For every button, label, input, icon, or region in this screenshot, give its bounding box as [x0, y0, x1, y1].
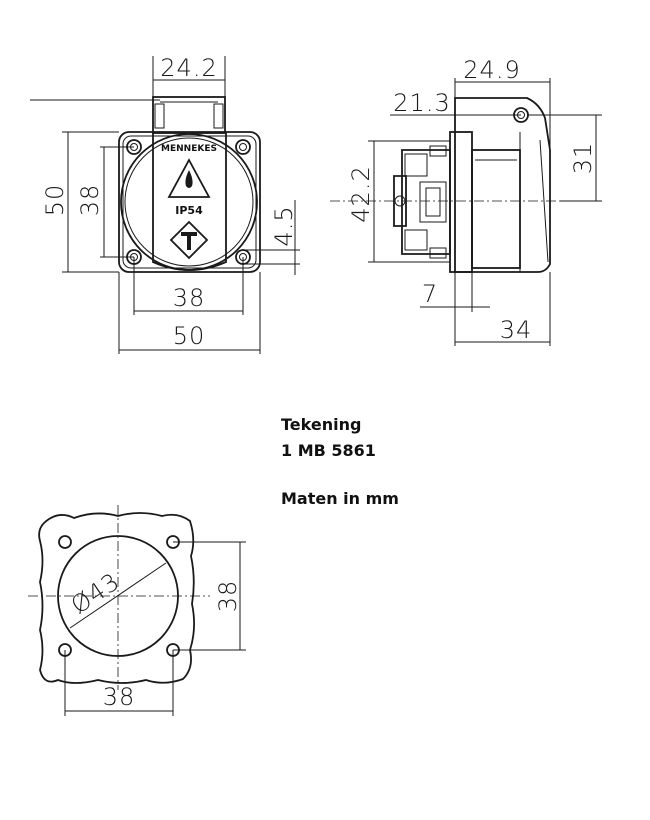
dim-front-left-outer: 50	[41, 184, 69, 217]
dim-side-left: 42.2	[347, 165, 375, 222]
dim-front-right: 4.5	[270, 205, 298, 246]
dim-side-right: 31	[569, 142, 597, 175]
units-note: Maten in mm	[281, 489, 399, 508]
front-view: MENNEKES IP54 24.2 50 38 4.5 38	[30, 54, 300, 354]
dim-cutout-bottom: 38	[103, 683, 136, 711]
dim-side-bottom-outer: 34	[500, 316, 533, 344]
side-view: 24.9 21.3 42.2 31 7 34	[330, 56, 602, 346]
dim-side-top-inner: 21.3	[393, 89, 450, 117]
dim-cutout-diameter: Ø43	[66, 567, 125, 620]
dim-side-bottom-inner: 7	[422, 280, 438, 308]
dim-front-top: 24.2	[160, 54, 217, 82]
dim-front-bottom-outer: 50	[173, 322, 206, 350]
brand-label: MENNEKES	[161, 144, 217, 154]
dim-cutout-right: 38	[214, 580, 242, 613]
drawing-word: Tekening	[281, 415, 362, 434]
dim-front-bottom-inner: 38	[173, 284, 206, 312]
drawing-number: 1 MB 5861	[281, 441, 376, 460]
dim-side-top-outer: 24.9	[463, 56, 520, 84]
cutout-view: Ø43 38 38	[28, 505, 246, 716]
dim-front-left-inner: 38	[76, 184, 104, 217]
rating-label: IP54	[175, 204, 203, 217]
